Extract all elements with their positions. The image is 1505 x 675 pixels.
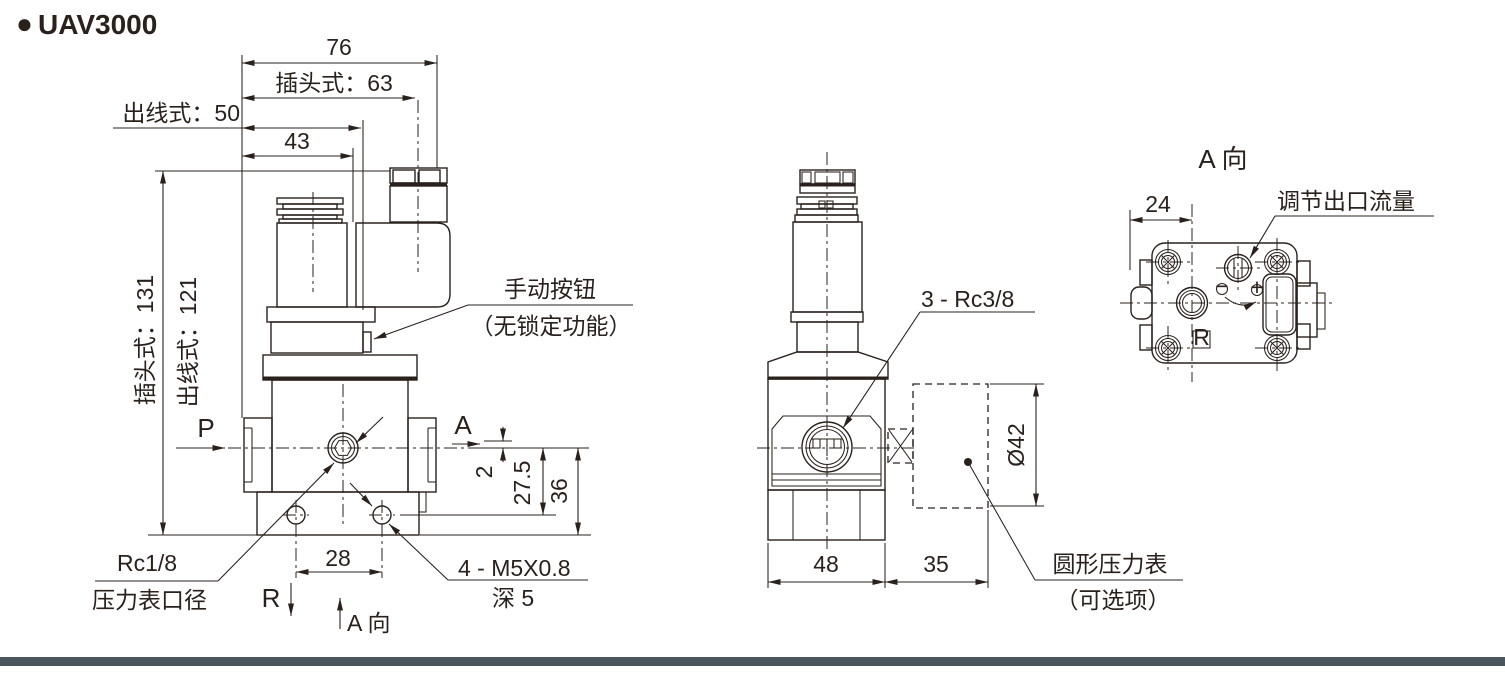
connector-port — [1262, 273, 1297, 336]
body-block — [271, 379, 409, 493]
a-view-left-flange — [1130, 259, 1153, 351]
leader-m5: 4 - M5X0.8 深 5 — [349, 482, 588, 611]
flow-adjust-label: 调节出口流量 — [1277, 188, 1415, 214]
flow-adjust-knob — [1223, 253, 1253, 283]
port-flange-left — [243, 417, 273, 493]
dim-height-plug-label: 插头式：131 — [132, 275, 158, 405]
dim-36-label: 36 — [546, 478, 572, 504]
thread-m5-label: 4 - M5X0.8 — [458, 555, 571, 581]
solenoid-base-plate — [266, 306, 376, 323]
dim-48-label: 48 — [813, 551, 839, 577]
title-bullet: ● — [16, 8, 33, 39]
solenoid-base-block — [270, 321, 364, 354]
screw-icon — [1263, 248, 1291, 276]
manual-button-note: （无锁定功能） — [471, 313, 632, 339]
plus-glyph: + — [1250, 274, 1263, 300]
a-view-drawing: A 向 24 — [1120, 144, 1434, 382]
mounting-screws — [1154, 248, 1291, 362]
gauge-body-dashed — [912, 383, 989, 509]
view-a-bottom-label: A 向 — [347, 610, 390, 636]
r-port-circle — [1175, 286, 1209, 320]
rc38-label: 3 - Rc3/8 — [921, 286, 1014, 312]
dim-height-wire-label: 出线式：121 — [175, 277, 201, 407]
dim-35-label: 35 — [923, 551, 949, 577]
plug-connector — [355, 100, 451, 308]
front-view-drawing: 76 插头式：63 出线式：50 43 插头式：131 出线式：121 — [92, 34, 633, 636]
page-title: UAV3000 — [38, 9, 157, 40]
thread-depth-label: 深 5 — [492, 585, 534, 611]
port-p-label: P — [197, 413, 214, 443]
leader-gauge: 圆形压力表 （可选项） — [967, 461, 1183, 613]
screw-icon — [1154, 334, 1182, 362]
footer-divider-bar — [0, 657, 1505, 666]
leader-rc38: 3 - Rc3/8 — [842, 286, 1035, 429]
screw-icon — [1154, 248, 1182, 276]
plug-housing — [355, 222, 451, 308]
minus-icon: − — [1215, 273, 1228, 299]
bonnet-side — [767, 351, 889, 380]
side-view-drawing: Ø42 48 35 3 - Rc3/8 圆形压力表 （可选项） — [757, 152, 1183, 613]
port-a-label: A — [454, 410, 472, 440]
rc18-label: Rc1/8 — [117, 550, 177, 576]
valve-body-front — [228, 354, 472, 578]
dim-28-label: 28 — [325, 545, 351, 571]
a-view-right-flange — [1296, 260, 1326, 350]
manual-button — [362, 331, 372, 353]
base-side — [767, 489, 886, 541]
dim-76-label: 76 — [326, 34, 352, 60]
leader-flow-adjust: 调节出口流量 — [1249, 188, 1434, 259]
port-r-label: R — [262, 583, 281, 613]
minus-glyph: − — [1215, 273, 1228, 299]
dim-plug-63-label: 插头式：63 — [275, 70, 393, 96]
bonnet-plate — [262, 354, 418, 381]
dim-24-label: 24 — [1145, 191, 1171, 217]
dim-wire-50-label: 出线式：50 — [122, 100, 240, 126]
a-view-title: A 向 — [1198, 144, 1247, 174]
leader-rc18: Rc1/8 压力表口径 — [92, 416, 384, 613]
manual-button-label: 手动按钮 — [504, 276, 596, 302]
body-face — [771, 415, 882, 487]
coil-body — [276, 222, 348, 308]
leader-manual-button: 手动按钮 （无锁定功能） — [373, 276, 633, 340]
port-flange-right — [407, 417, 437, 493]
rc38-port — [801, 421, 853, 473]
r-port-marker: R — [1192, 324, 1211, 350]
gauge-port-label: 压力表口径 — [92, 587, 207, 613]
dim-2-label: 2 — [471, 466, 497, 479]
title-block: ● UAV3000 — [16, 8, 157, 40]
dim-27-5-label: 27.5 — [509, 461, 535, 506]
gauge-note: （可选项） — [1056, 587, 1171, 613]
r-port-letter: R — [1193, 324, 1210, 350]
base-block — [256, 491, 420, 536]
plus-icon: + — [1250, 274, 1263, 300]
rotation-arrow — [1224, 296, 1257, 311]
dim-43-label: 43 — [284, 128, 310, 154]
optional-gauge-outline — [887, 383, 989, 509]
dim-dia42-label: Ø42 — [1003, 423, 1029, 466]
lead-wire-terminal — [276, 192, 348, 308]
gauge-label: 圆形压力表 — [1053, 551, 1168, 577]
